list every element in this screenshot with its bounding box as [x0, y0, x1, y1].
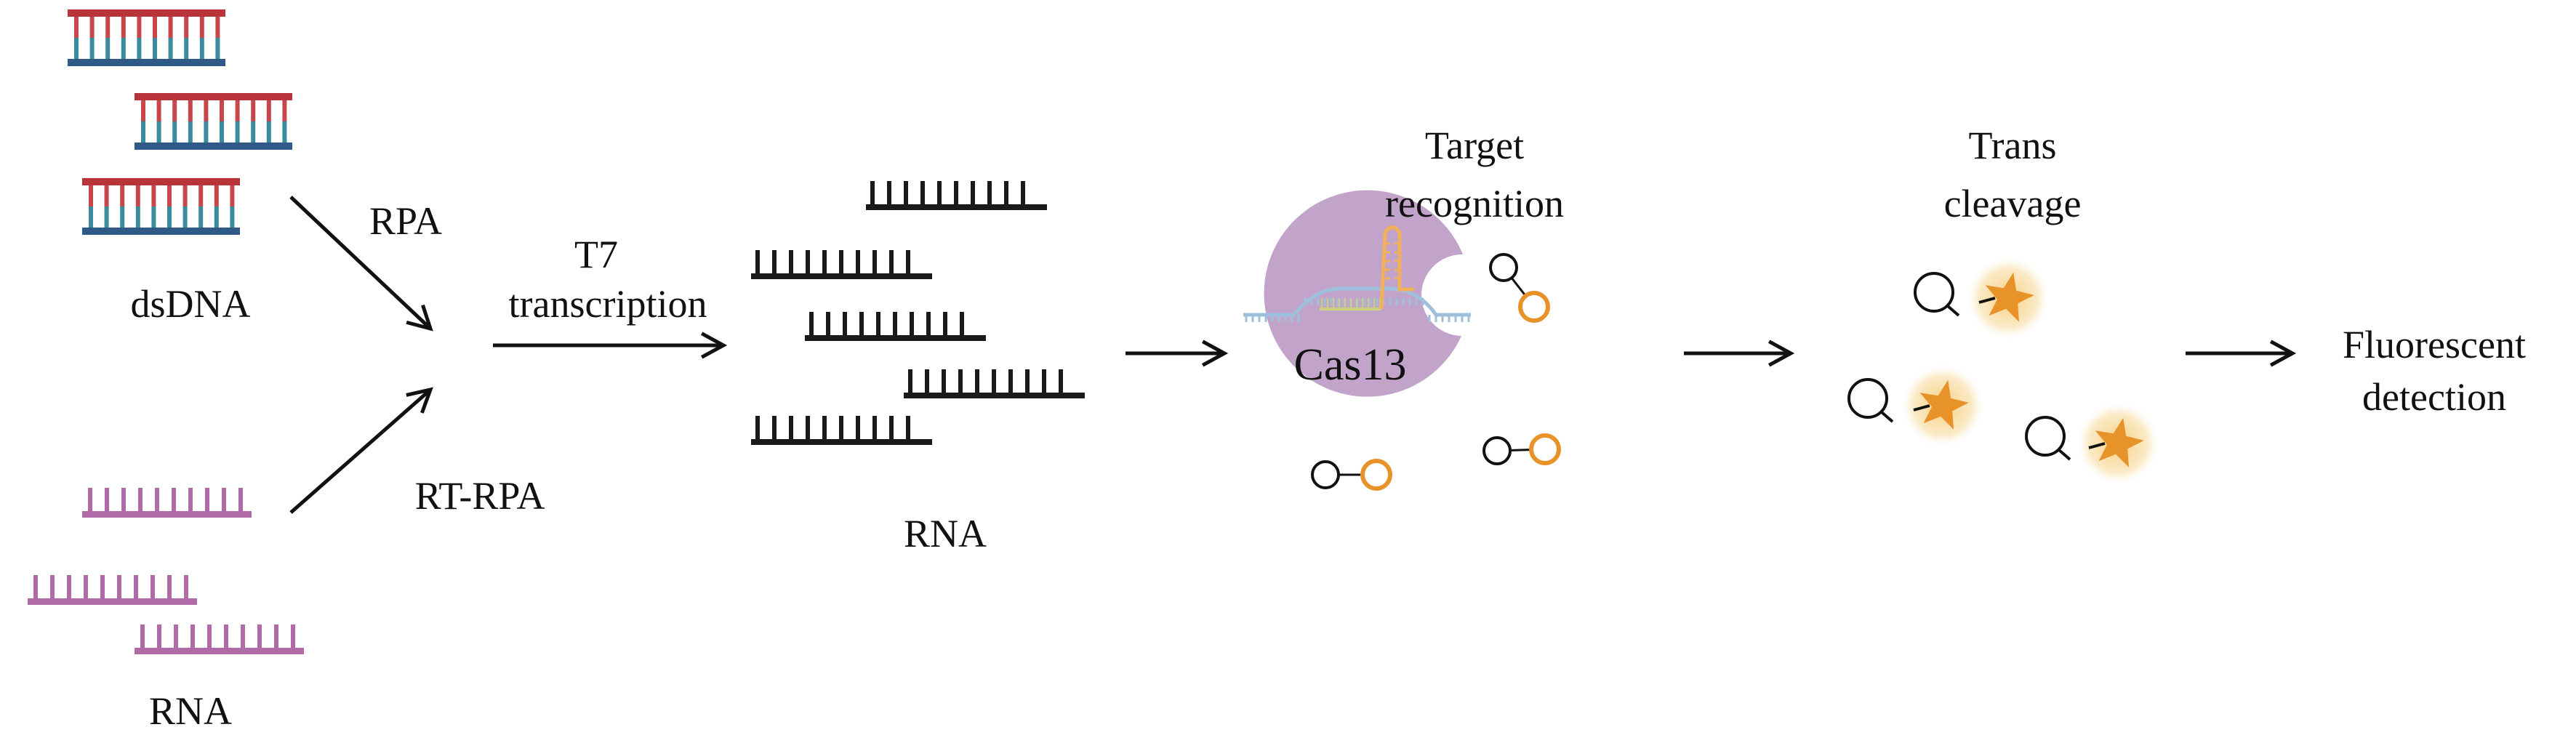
transcription-label: transcription: [509, 282, 707, 326]
input-rna-icon: [135, 624, 304, 654]
cleaved-reporter-icon: [1847, 364, 1985, 448]
process-arrows: [289, 196, 2297, 514]
input-rna-label: RNA: [149, 689, 232, 733]
arrow-icon: [1126, 340, 1229, 367]
transcribed-rna-icon: [904, 369, 1085, 398]
arrow-icon: [2186, 340, 2297, 367]
star-icon: [2095, 417, 2144, 467]
arrow-icon: [289, 196, 433, 332]
cleaved-reporter-icon: [1914, 256, 2050, 340]
cleaved-reporters: [1847, 256, 2160, 486]
dsdna-icon: [82, 178, 240, 235]
cas13-protein-icon: [1243, 190, 1471, 397]
reporters: [1311, 253, 1561, 491]
transcribed-rna-label: RNA: [904, 512, 987, 555]
transcribed-rna-icon: [751, 250, 932, 279]
crrna-hairpin: [1320, 225, 1414, 310]
transcribed-rna-molecules: [751, 181, 1085, 445]
arrow-icon: [289, 387, 433, 514]
arrow-icon: [493, 332, 728, 359]
input-rna-molecules: [28, 488, 304, 654]
dsdna-molecules: [68, 9, 292, 235]
arrow-icon: [1684, 340, 1795, 367]
dsdna-icon: [68, 9, 225, 66]
star-icon: [1985, 272, 2034, 322]
trans-label: Trans: [1968, 124, 2056, 167]
transcribed-rna-icon: [805, 312, 986, 341]
rpa-label: RPA: [369, 199, 442, 243]
transcribed-rna-icon: [866, 181, 1047, 210]
quenched-reporter-icon: [1482, 433, 1561, 465]
input-rna-icon: [82, 488, 252, 518]
dsdna-label: dsDNA: [130, 282, 250, 326]
input-rna-icon: [28, 575, 197, 605]
cleaved-reporter-icon: [2025, 401, 2160, 486]
target-label: Target: [1425, 124, 1524, 167]
cleavage-label: cleavage: [1944, 182, 2082, 225]
recognition-label: recognition: [1385, 182, 1564, 225]
quenched-reporter-icon: [1489, 253, 1550, 323]
star-icon: [1919, 379, 1969, 430]
t7-label: T7: [574, 233, 618, 276]
fluorescent-label: Fluorescent: [2343, 323, 2526, 366]
target-rna-strand: [1243, 286, 1471, 322]
quenched-reporter-icon: [1311, 459, 1392, 491]
cas13-label: Cas13: [1294, 340, 1407, 390]
dsdna-icon: [135, 93, 292, 150]
rt-rpa-label: RT-RPA: [415, 474, 545, 518]
detection-label: detection: [2362, 375, 2506, 419]
transcribed-rna-icon: [751, 416, 932, 445]
